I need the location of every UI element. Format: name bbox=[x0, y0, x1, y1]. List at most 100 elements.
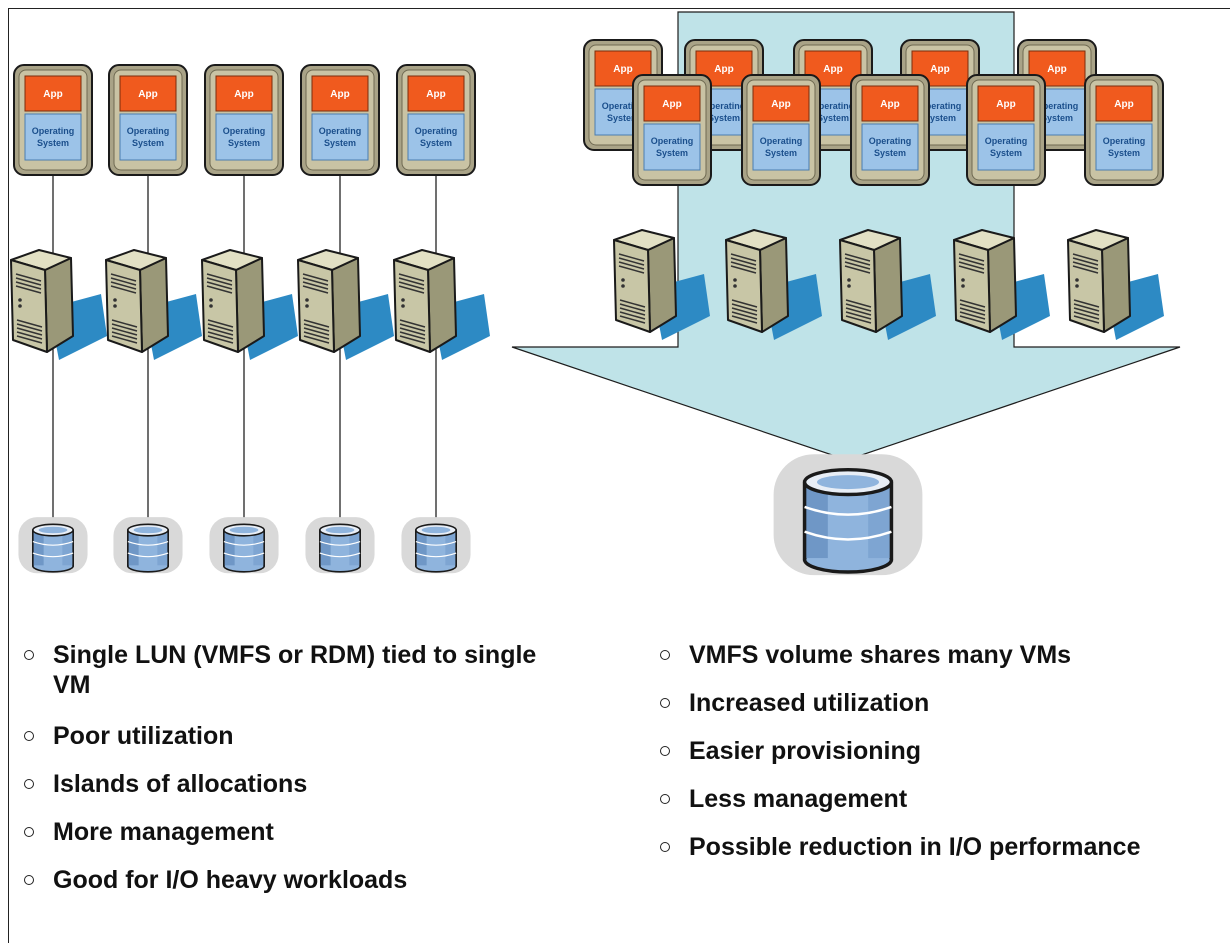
bullet-icon bbox=[24, 827, 34, 837]
bullet-item: Increased utilization bbox=[656, 688, 1226, 718]
bullet-item: Less management bbox=[656, 784, 1226, 814]
app-label: App bbox=[234, 89, 253, 100]
bullet-text: Poor utilization bbox=[53, 722, 234, 750]
os-label: Operating bbox=[223, 126, 266, 136]
server-icon bbox=[953, 229, 1050, 340]
os-label: Operating bbox=[127, 126, 170, 136]
bullet-text: Possible reduction in I/O performance bbox=[689, 833, 1141, 861]
os-label: System bbox=[817, 113, 849, 123]
os-label: Operating bbox=[985, 136, 1028, 146]
bullet-text: Good for I/O heavy workloads bbox=[53, 866, 408, 894]
app-label: App bbox=[43, 89, 62, 100]
os-label: Operating bbox=[703, 101, 746, 111]
os-label: Operating bbox=[1036, 101, 1079, 111]
server-icon bbox=[10, 249, 107, 360]
os-label: System bbox=[990, 148, 1022, 158]
bullet-item: Possible reduction in I/O performance bbox=[656, 832, 1226, 862]
app-label: App bbox=[662, 99, 681, 110]
os-label: System bbox=[1041, 113, 1073, 123]
bullet-icon bbox=[660, 746, 670, 756]
bullet-icon bbox=[660, 698, 670, 708]
os-label: Operating bbox=[602, 101, 645, 111]
bullet-text: Islands of allocations bbox=[53, 770, 308, 798]
bullet-text: Less management bbox=[689, 785, 908, 813]
bullet-item: Single LUN (VMFS or RDM) tied to single … bbox=[20, 640, 540, 700]
os-label: System bbox=[420, 138, 452, 148]
app-label: App bbox=[930, 64, 949, 75]
server-icon bbox=[613, 229, 710, 340]
bullet-text: Single LUN (VMFS or RDM) tied to single … bbox=[53, 641, 537, 699]
bullet-item: Easier provisioning bbox=[656, 736, 1226, 766]
server-icon bbox=[725, 229, 822, 340]
bullet-icon bbox=[660, 650, 670, 660]
server-group bbox=[10, 229, 1164, 360]
slide-frame bbox=[8, 8, 1230, 943]
disk-icon bbox=[305, 517, 375, 574]
disk-icon bbox=[18, 517, 88, 574]
os-label: System bbox=[765, 148, 797, 158]
bullet-icon bbox=[24, 779, 34, 789]
bullet-icon bbox=[24, 650, 34, 660]
app-label: App bbox=[823, 64, 842, 75]
server-icon bbox=[393, 249, 490, 360]
bullet-item: VMFS volume shares many VMs bbox=[656, 640, 1226, 670]
app-label: App bbox=[771, 99, 790, 110]
disk-group bbox=[18, 454, 923, 576]
disk-icon bbox=[773, 454, 923, 576]
bullet-item: Good for I/O heavy workloads bbox=[20, 865, 540, 895]
bullet-icon bbox=[24, 875, 34, 885]
disk-icon bbox=[401, 517, 471, 574]
os-label: System bbox=[1108, 148, 1140, 158]
os-label: System bbox=[924, 113, 956, 123]
bullet-text: Increased utilization bbox=[689, 689, 930, 717]
app-label: App bbox=[138, 89, 157, 100]
disk-icon bbox=[113, 517, 183, 574]
bullet-item: More management bbox=[20, 817, 540, 847]
disk-icon bbox=[209, 517, 279, 574]
bullet-icon bbox=[24, 731, 34, 741]
bullet-text: More management bbox=[53, 818, 274, 846]
os-label: Operating bbox=[919, 101, 962, 111]
os-label: System bbox=[708, 113, 740, 123]
os-label: System bbox=[607, 113, 639, 123]
bullet-text: VMFS volume shares many VMs bbox=[689, 641, 1072, 669]
os-label: Operating bbox=[869, 136, 912, 146]
os-label: Operating bbox=[1103, 136, 1146, 146]
app-label: App bbox=[996, 99, 1015, 110]
server-icon bbox=[297, 249, 394, 360]
os-label: System bbox=[132, 138, 164, 148]
app-label: App bbox=[426, 89, 445, 100]
os-label: Operating bbox=[32, 126, 75, 136]
app-label: App bbox=[1114, 99, 1133, 110]
os-label: Operating bbox=[415, 126, 458, 136]
app-label: App bbox=[880, 99, 899, 110]
bullet-item: Poor utilization bbox=[20, 721, 540, 751]
os-label: System bbox=[228, 138, 260, 148]
os-label: System bbox=[874, 148, 906, 158]
os-label: Operating bbox=[760, 136, 803, 146]
bullet-text: Easier provisioning bbox=[689, 737, 922, 765]
os-label: System bbox=[324, 138, 356, 148]
os-label: Operating bbox=[812, 101, 855, 111]
left-bullet-list: Single LUN (VMFS or RDM) tied to single … bbox=[20, 640, 540, 895]
app-label: App bbox=[330, 89, 349, 100]
server-icon bbox=[105, 249, 202, 360]
app-label: App bbox=[714, 64, 733, 75]
bullet-icon bbox=[660, 794, 670, 804]
app-label: App bbox=[1047, 64, 1066, 75]
app-label: App bbox=[613, 64, 632, 75]
os-label: System bbox=[656, 148, 688, 158]
os-label: System bbox=[37, 138, 69, 148]
